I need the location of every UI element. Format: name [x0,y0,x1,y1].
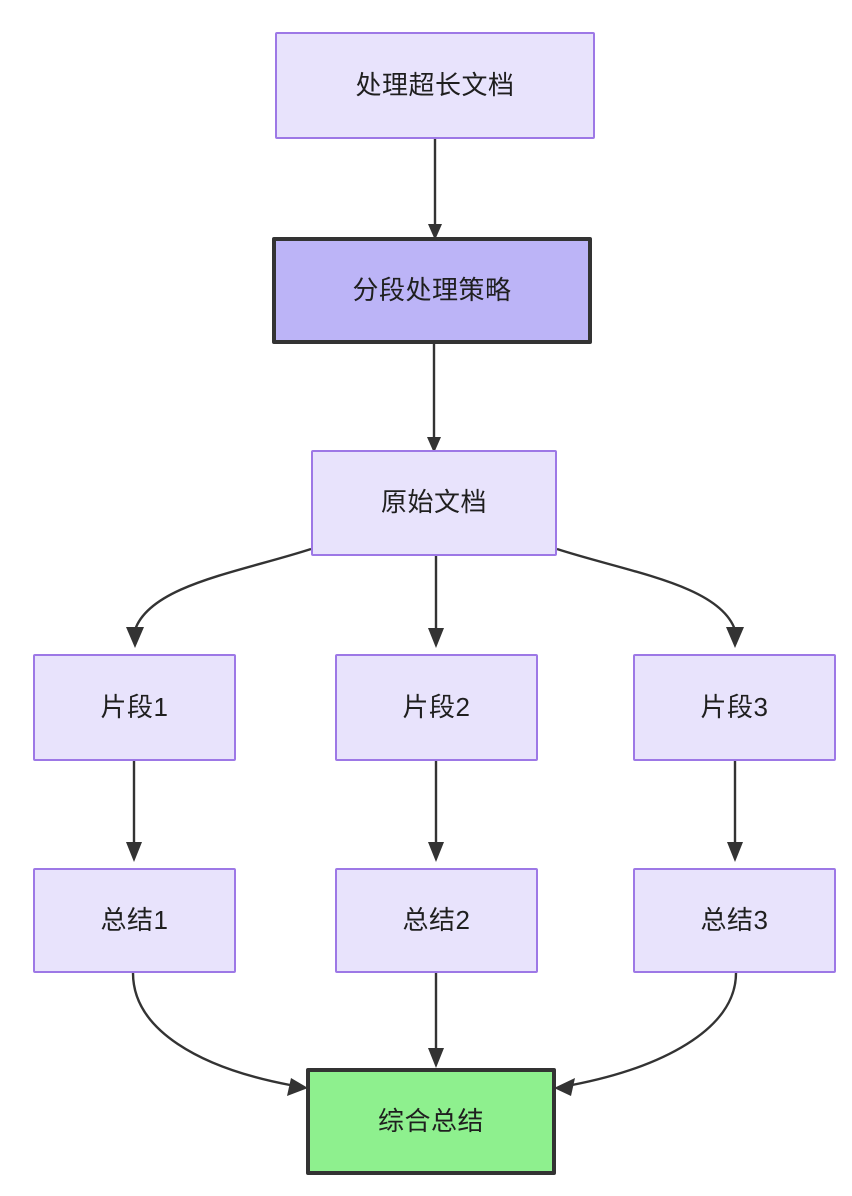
edge-n3-n5 [428,556,444,648]
edge-n2-n3 [427,344,441,453]
edge-n7-n10 [131,972,308,1096]
node-label: 总结1 [100,904,169,935]
node-label: 片段2 [402,691,471,722]
node-label: 分段处理策略 [352,274,512,305]
edge-n4-n7 [126,761,142,862]
node-summary-1[interactable]: 总结1 [33,868,236,973]
node-original-document[interactable]: 原始文档 [311,450,557,556]
node-label: 处理超长文档 [355,69,515,100]
node-label: 总结2 [402,904,471,935]
node-chunked-processing-strategy[interactable]: 分段处理策略 [272,237,592,344]
node-segment-1[interactable]: 片段1 [33,654,236,761]
node-segment-3[interactable]: 片段3 [633,654,836,761]
node-label: 片段3 [700,691,769,722]
node-summary-3[interactable]: 总结3 [633,868,836,973]
edge-n9-n10 [554,972,738,1096]
node-segment-2[interactable]: 片段2 [335,654,538,761]
edge-n6-n9 [727,761,743,862]
node-label: 综合总结 [377,1105,484,1136]
node-comprehensive-summary[interactable]: 综合总结 [306,1068,556,1175]
node-label: 片段1 [100,691,169,722]
node-process-long-document[interactable]: 处理超长文档 [275,32,595,139]
node-label: 总结3 [700,904,769,935]
edge-n5-n8 [428,761,444,862]
edge-n3-n4 [126,547,312,648]
edge-n3-n6 [556,547,744,648]
node-label: 原始文档 [380,487,487,518]
node-summary-2[interactable]: 总结2 [335,868,538,973]
edge-n8-n10 [428,973,444,1068]
edge-n1-n2 [428,139,442,240]
